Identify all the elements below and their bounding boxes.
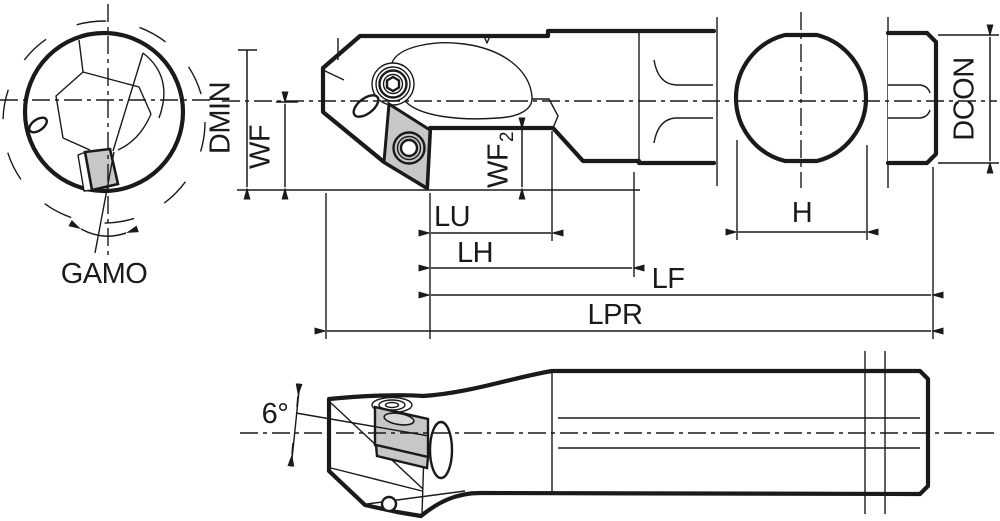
lock-pin-oval xyxy=(352,94,380,118)
end-view-facet-lines xyxy=(55,39,165,152)
clamp-screw-icon xyxy=(371,62,415,106)
hex-socket-icon xyxy=(385,75,401,93)
label-gamo: GAMO xyxy=(61,258,148,290)
dimensions: DMIN WF WF 2 LU LH LF LPR H DCON xyxy=(205,24,999,339)
label-insert-angle: 6° xyxy=(262,398,289,430)
bottom-view-body-fill xyxy=(329,371,928,516)
gamo-angle-line xyxy=(94,151,115,254)
shank-flat-lines xyxy=(888,84,931,119)
label-lf: LF xyxy=(652,263,685,295)
label-wf: WF xyxy=(245,125,277,169)
insert-edge-extension-line xyxy=(295,412,430,437)
bottom-view-outline xyxy=(326,368,931,519)
shank-end-fill xyxy=(888,33,936,163)
shank-end-outline xyxy=(885,30,939,166)
label-wf2-sub: 2 xyxy=(497,132,518,142)
insert-hole-top-icon xyxy=(383,412,415,426)
label-dcon: DCON xyxy=(949,57,981,140)
label-lu: LU xyxy=(434,201,470,233)
shank-section-circle xyxy=(733,32,869,164)
dmin-bore-dashed-circle xyxy=(2,20,206,224)
pin-oval xyxy=(28,116,48,134)
insert-end-view xyxy=(83,147,120,192)
label-lpr: LPR xyxy=(588,299,643,331)
angle-annotation: 6° xyxy=(262,383,430,467)
label-h: H xyxy=(792,197,812,229)
angle-arrow-bottom xyxy=(287,442,295,467)
side-view xyxy=(222,12,997,191)
angle-arrow-top xyxy=(295,383,303,408)
label-wf2-base: WF xyxy=(483,144,515,188)
insert-bottom-front-face xyxy=(374,443,430,470)
label-lh: LH xyxy=(457,237,493,269)
pocket-outline xyxy=(390,42,533,120)
end-view-body-circle xyxy=(22,30,186,194)
coolant-hole-icon xyxy=(380,495,398,513)
end-view: GAMO xyxy=(0,4,214,290)
gamo-angle-arc xyxy=(68,219,139,237)
nose-boss-oval xyxy=(428,420,454,480)
bottom-view: 6° xyxy=(240,351,997,519)
label-dmin: DMIN xyxy=(205,82,237,154)
insert-hole-icon xyxy=(392,131,426,165)
side-view-detail-lines xyxy=(322,31,713,163)
bottom-view-detail-lines xyxy=(330,351,920,516)
